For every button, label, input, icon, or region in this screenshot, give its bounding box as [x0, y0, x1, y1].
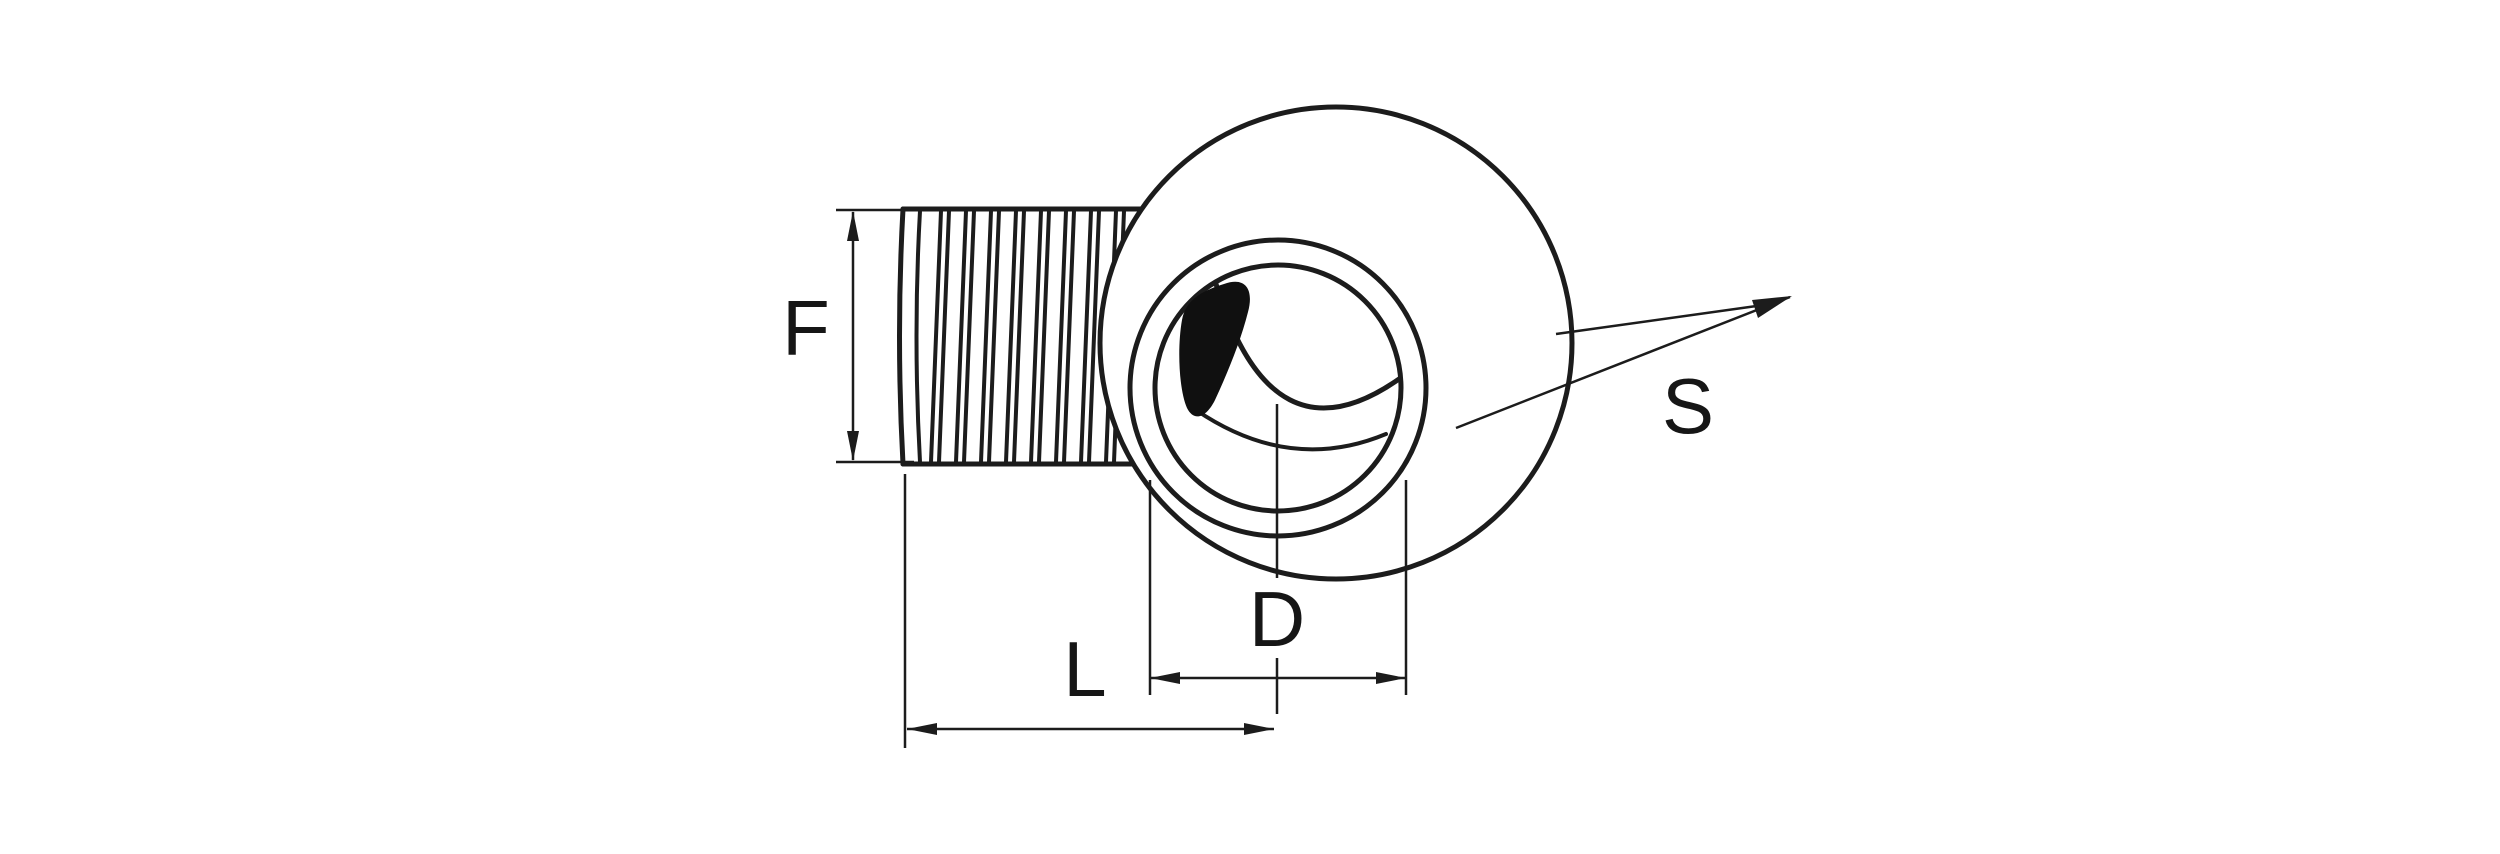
label-d: D: [1249, 575, 1305, 663]
label-l: L: [1063, 625, 1106, 713]
dimension-f: F: [782, 208, 914, 464]
d-arrow-right: [1376, 672, 1406, 684]
thread-lines: [929, 209, 1126, 464]
dimension-d: D: [1148, 404, 1408, 714]
s-leader-line-upper: [1555, 301, 1779, 336]
shank-left-end: [897, 206, 906, 467]
label-f: F: [782, 284, 830, 372]
l-arrow-right: [1244, 723, 1274, 735]
l-arrow-left: [907, 723, 937, 735]
f-arrow-down: [847, 431, 859, 461]
callout-s: S: [1455, 295, 1792, 450]
threaded-shank: [897, 206, 1153, 467]
s-arrowhead: [1752, 296, 1792, 318]
cross-hole-lower-arc: [1194, 408, 1388, 452]
cross-hole-shadow: [1179, 281, 1250, 417]
f-arrow-up: [847, 211, 859, 241]
dimension-l: L: [903, 474, 1274, 748]
s-leader-line: [1455, 295, 1791, 430]
d-arrow-left: [1150, 672, 1180, 684]
label-s: S: [1662, 362, 1714, 450]
shank-left-chamfer: [914, 209, 922, 464]
bore: [1127, 237, 1429, 539]
